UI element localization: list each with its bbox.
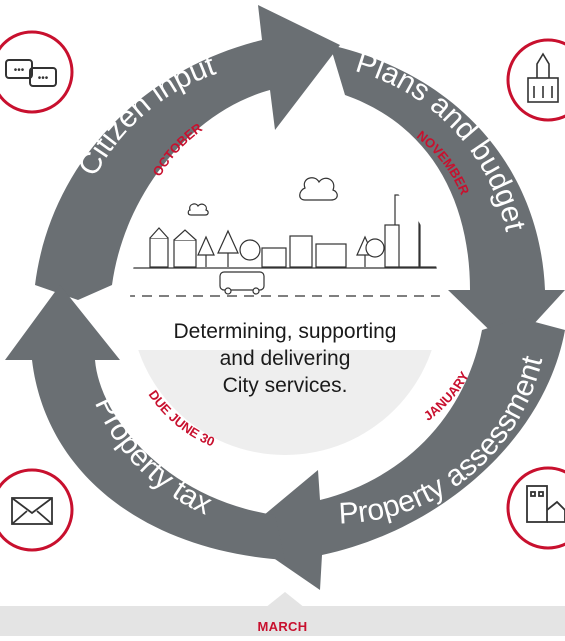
arrow-property-assessment [240,318,565,590]
bottom-band-notch [265,592,305,608]
center-text-line-1: Determining, supporting [173,320,397,343]
footer-month-march: MARCH [257,619,308,634]
center-description: Determining, supporting and delivering C… [150,318,420,399]
envelope-badge [0,468,74,552]
chat-bubbles-badge: ••• ••• [0,30,74,114]
city-hall-badge [506,38,565,122]
envelope-icon [11,497,53,525]
bottom-band: MARCH [0,592,565,636]
city-hall-icon [527,52,559,103]
center-text-line-2: and delivering [219,347,351,370]
chat-bubbles-icon: ••• ••• [5,59,57,87]
cloud-small-icon [187,203,209,216]
arrow-citizen-input [35,5,340,300]
svg-text:•••: ••• [14,65,25,76]
cycle-arrows [5,5,565,590]
arrow-property-tax [5,285,285,560]
building-badge [506,466,565,550]
arrow-plans-and-budget [330,45,565,350]
building-icon [526,485,565,523]
cloud-icon [299,177,338,201]
center-text-line-3: City services. [222,374,348,397]
svg-text:•••: ••• [38,73,49,84]
